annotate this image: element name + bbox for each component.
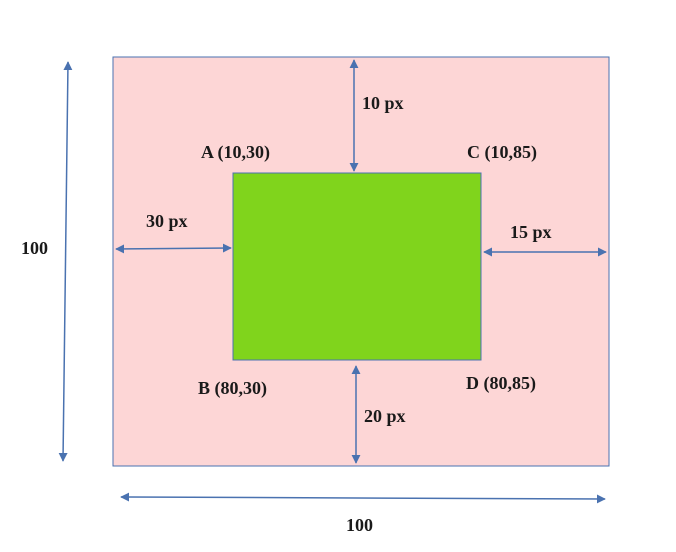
left-margin-label: 30 px	[146, 211, 188, 231]
height-arrow	[58, 61, 73, 462]
top-margin-label: 10 px	[362, 93, 404, 113]
corner-b-label: B (80,30)	[198, 378, 267, 399]
corner-d-label: D (80,85)	[466, 373, 536, 394]
corner-c-label: C (10,85)	[467, 142, 537, 163]
right-margin-label: 15 px	[510, 222, 552, 242]
width-label: 100	[346, 515, 373, 535]
left-margin-arrow	[115, 243, 232, 254]
corner-a-label: A (10,30)	[201, 142, 270, 163]
bottom-margin-label: 20 px	[364, 406, 406, 426]
inner-box	[232, 172, 482, 361]
width-arrow	[120, 492, 606, 504]
height-label: 100	[21, 238, 48, 258]
